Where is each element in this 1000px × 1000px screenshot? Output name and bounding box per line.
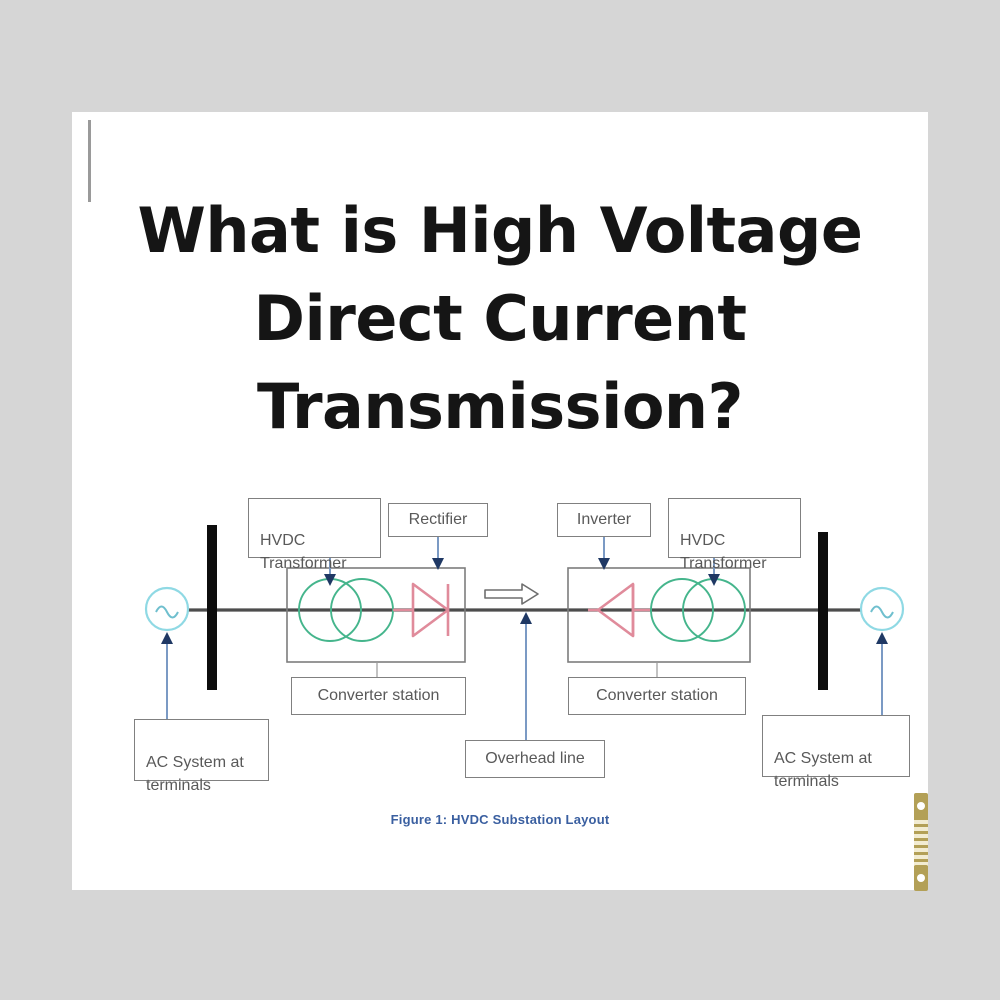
callout-label: AC System at terminals xyxy=(146,754,244,794)
pointer-ac-system-left xyxy=(161,632,173,719)
callout-label: HVDC Transformer xyxy=(260,532,347,572)
callout-label: Converter station xyxy=(596,687,718,704)
callout-label: AC System at terminals xyxy=(774,750,872,790)
binder-hinge xyxy=(912,793,930,891)
callout-rectifier[interactable]: Rectifier xyxy=(388,503,488,537)
pointer-overhead-line xyxy=(520,612,532,740)
valve-rectifier-symbol xyxy=(393,582,450,638)
hinge-hole-bottom xyxy=(917,874,925,882)
callout-hvdc-transformer-right[interactable]: HVDC Transformer xyxy=(668,498,801,572)
busbar-right-symbol xyxy=(818,532,828,690)
callout-overhead-line[interactable]: Overhead line xyxy=(465,740,605,778)
pointer-ac-system-right xyxy=(876,632,888,719)
callout-inverter[interactable]: Inverter xyxy=(557,503,651,537)
page-title: What is High Voltage Direct Current Tran… xyxy=(137,194,863,443)
valve-inverter-symbol xyxy=(588,582,650,638)
hvdc-substation-diagram: HVDC Transformer Rectifier Inverter HVDC… xyxy=(72,112,928,890)
hinge-coil xyxy=(914,817,928,867)
ac-source-left-symbol xyxy=(144,586,190,632)
callout-label: Inverter xyxy=(576,511,632,528)
callout-label: Converter station xyxy=(317,687,440,704)
document-page: What is High Voltage Direct Current Tran… xyxy=(72,112,930,891)
converter-station-right-enclosure xyxy=(567,567,751,663)
power-flow-arrow-icon xyxy=(484,583,539,605)
callout-hvdc-transformer-left[interactable]: HVDC Transformer xyxy=(248,498,381,572)
converter-station-left-enclosure xyxy=(286,567,466,663)
pointer-rectifier xyxy=(432,537,444,570)
callout-label: HVDC Transformer xyxy=(680,532,767,572)
busbar-left-symbol xyxy=(207,525,217,690)
callout-converter-station-left[interactable]: Converter station xyxy=(291,677,466,715)
figure-caption: Figure 1: HVDC Substation Layout xyxy=(390,812,610,827)
callout-ac-system-left[interactable]: AC System at terminals xyxy=(134,719,269,794)
callout-ac-system-right[interactable]: AC System at terminals xyxy=(762,715,910,790)
callout-label: Overhead line xyxy=(485,750,585,767)
ac-source-right-symbol xyxy=(859,586,905,632)
callout-label: Rectifier xyxy=(408,511,468,528)
hinge-hole-top xyxy=(917,802,925,810)
pointer-inverter xyxy=(598,537,610,570)
hinge-spine xyxy=(88,120,91,202)
callout-converter-station-right[interactable]: Converter station xyxy=(568,677,746,715)
